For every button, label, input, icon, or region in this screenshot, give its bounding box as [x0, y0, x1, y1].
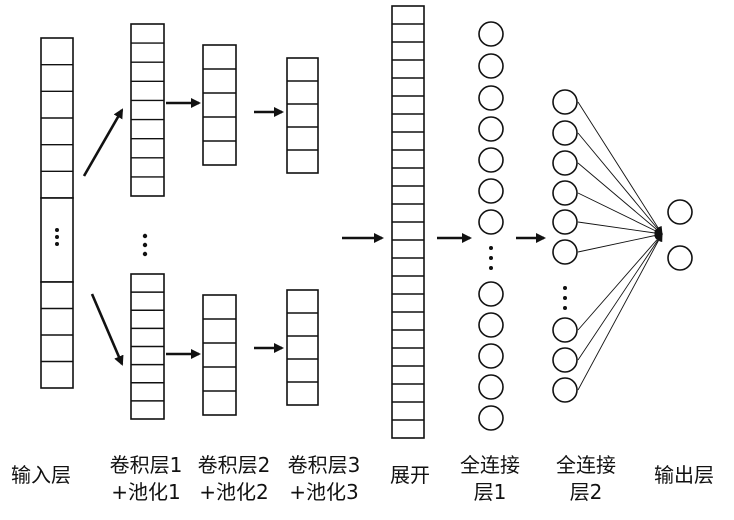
fc2-to-output-connections — [577, 101, 663, 391]
conv-pool-3-maps — [286, 57, 319, 406]
cell-column-frame — [202, 44, 237, 166]
fc1-neuron — [478, 209, 504, 235]
fc2-neuron — [552, 377, 578, 403]
flow-arrow — [82, 108, 124, 177]
ellipsis-dots — [55, 228, 567, 310]
fc2-neuron — [552, 347, 578, 373]
fc2-output-connection — [577, 132, 663, 235]
output-neuron — [667, 245, 693, 271]
fc2-neuron — [552, 180, 578, 206]
fc2-output-connection — [577, 162, 663, 235]
fc2-neuron — [552, 120, 578, 146]
label-fully-connected-1: 全连接 层1 — [460, 453, 520, 504]
cell-column-frame — [130, 23, 165, 197]
output-neuron — [667, 199, 693, 225]
flow-arrows — [82, 98, 546, 366]
fc2-output-connection — [577, 221, 663, 237]
label-input-layer: 输入层 — [11, 463, 71, 487]
fc1-neuron — [478, 343, 504, 369]
conv-pool-1-maps — [130, 23, 165, 420]
fc1-neuron — [478, 147, 504, 173]
input-cells-bottom — [40, 281, 74, 389]
flow-arrow — [90, 293, 124, 366]
output-layer-neurons — [667, 199, 693, 271]
conv3-map-top — [286, 57, 319, 174]
ellipsis-dot — [142, 233, 148, 239]
flatten-cells — [391, 5, 425, 439]
conv3-map-bottom — [286, 289, 319, 406]
fc1-neuron — [478, 178, 504, 204]
ellipsis-dot — [142, 242, 148, 248]
fc1-neuron — [478, 405, 504, 431]
fc1-neuron — [478, 281, 504, 307]
fc2-neuron — [552, 89, 578, 115]
label-output-layer: 输出层 — [654, 463, 714, 487]
input-gap-segment — [40, 197, 74, 283]
fc2-neuron — [552, 209, 578, 235]
label-conv-pool-1: 卷积层1 +池化1 — [109, 453, 183, 504]
label-conv-pool-2: 卷积层2 +池化2 — [197, 453, 271, 504]
fc1-neuron — [478, 53, 504, 79]
ellipsis-dot — [563, 296, 567, 300]
fc2-neuron — [552, 317, 578, 343]
fc1-neuron — [478, 374, 504, 400]
ellipsis-dot — [489, 266, 493, 270]
conv-pool-2-maps — [202, 44, 237, 416]
label-fully-connected-2: 全连接 层2 — [556, 453, 616, 504]
fc2-output-connection — [577, 233, 663, 391]
input-cells-top — [40, 37, 74, 199]
ellipsis-dot — [563, 306, 567, 310]
ellipsis-dot — [142, 251, 148, 257]
fc2-output-connection — [577, 233, 663, 331]
conv1-map-bottom — [130, 273, 165, 420]
cell-column-frame — [286, 289, 319, 406]
cell-column-frame — [202, 294, 237, 416]
fully-connected-layer-2-neurons — [552, 89, 578, 403]
conv1-map-top — [130, 23, 165, 197]
fc2-output-connection — [577, 233, 663, 361]
fc2-neuron — [552, 150, 578, 176]
label-conv-pool-3: 卷积层3 +池化3 — [287, 453, 361, 504]
fc2-output-connection — [577, 101, 663, 235]
flatten-vector — [391, 5, 425, 439]
input-layer-vector — [40, 37, 74, 389]
fully-connected-layer-1-neurons — [478, 21, 504, 431]
label-flatten: 展开 — [390, 463, 430, 487]
ellipsis-dot — [55, 242, 59, 246]
fc1-neuron — [478, 116, 504, 142]
conv2-map-top — [202, 44, 237, 166]
ellipsis-dot — [55, 235, 59, 239]
fc2-output-connection — [577, 192, 663, 235]
fc2-neuron — [552, 239, 578, 265]
ellipsis-dot — [489, 256, 493, 260]
fc1-neuron — [478, 85, 504, 111]
fc2-output-connection — [577, 231, 663, 253]
ellipsis-dot — [563, 286, 567, 290]
cell-column-frame — [286, 57, 319, 174]
ellipsis-dot — [55, 228, 59, 232]
fc1-neuron — [478, 21, 504, 47]
conv2-map-bottom — [202, 294, 237, 416]
fc1-neuron — [478, 312, 504, 338]
ellipsis-dot — [489, 246, 493, 250]
